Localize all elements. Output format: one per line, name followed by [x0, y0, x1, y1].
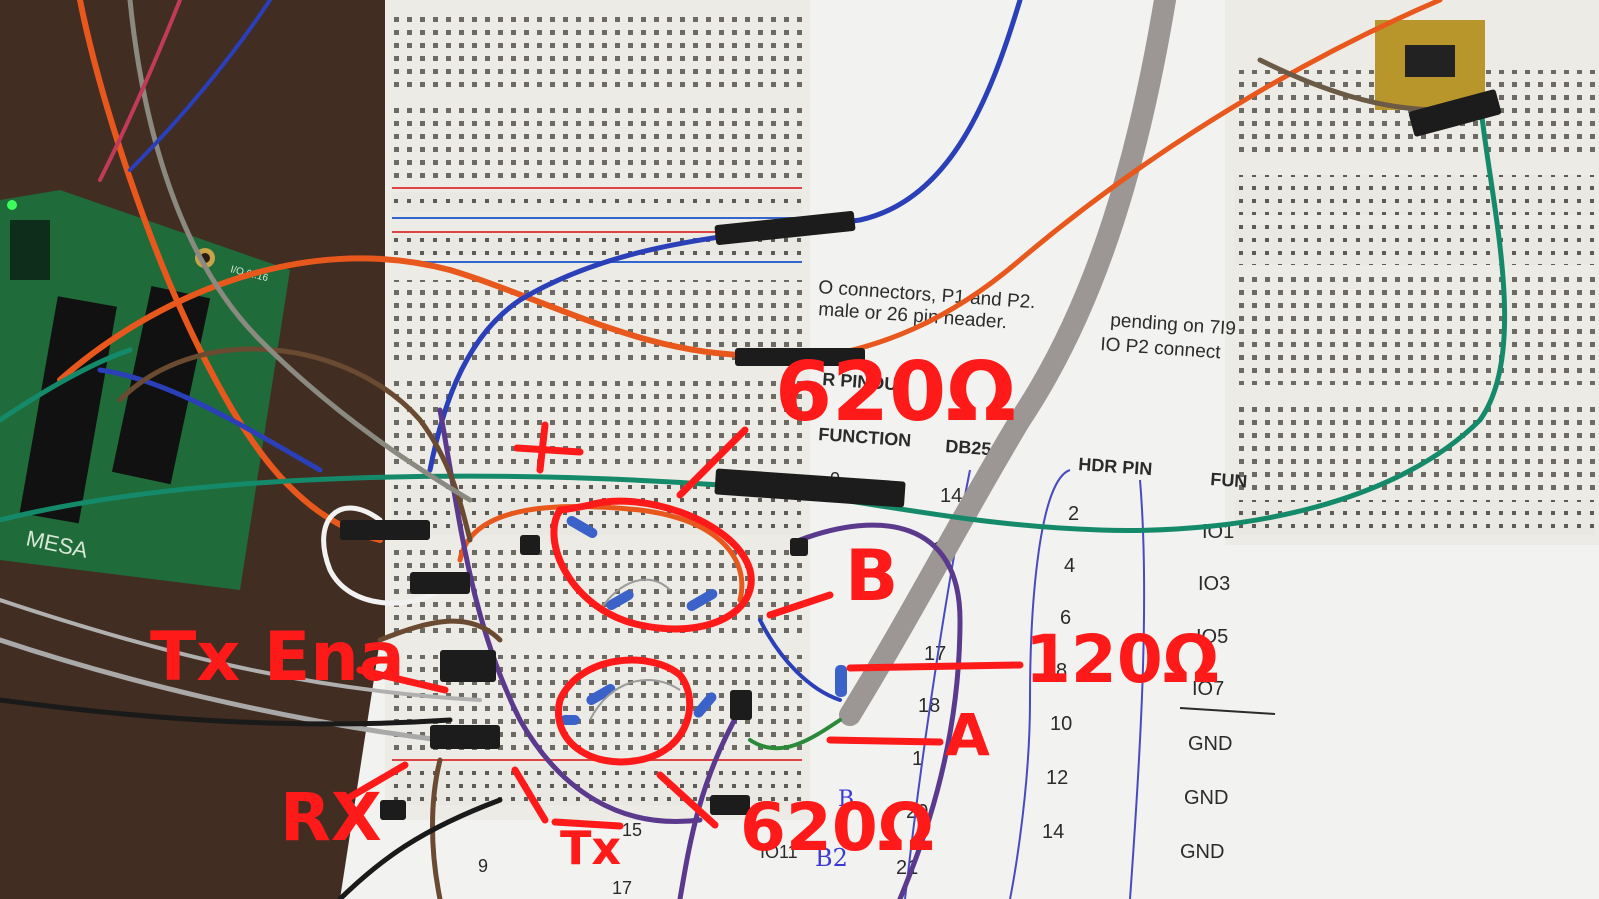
- line-tx: [511, 766, 549, 824]
- wire-orange-3: [797, 0, 1443, 363]
- wires: [0, 0, 1508, 899]
- breadboard-right: [1225, 0, 1599, 545]
- plus-h: [513, 444, 584, 456]
- hdr-14: 14: [1042, 821, 1064, 843]
- circle-bottom: [555, 656, 694, 766]
- line-120-upper: [846, 661, 1024, 672]
- label-tx-ena: Tx Ena: [150, 618, 405, 697]
- line-tx-bar: [551, 818, 624, 830]
- wire-orange-2: [57, 255, 773, 383]
- line-rx: [341, 761, 409, 804]
- wire-white-1: [321, 505, 443, 606]
- doc-col-func2: FUN: [1210, 469, 1248, 492]
- db25-14: 14: [940, 485, 962, 507]
- wire-brown-3: [430, 757, 443, 899]
- hdr-8: 8: [1056, 660, 1067, 682]
- label-620-top: 620Ω: [775, 345, 1016, 440]
- wire-teal-2: [0, 347, 133, 423]
- label-tx: Tx: [560, 821, 621, 875]
- doc-small-15: 15: [622, 820, 642, 840]
- func-io5: IO5: [1196, 626, 1228, 648]
- line-620-bottom: [656, 771, 719, 829]
- hdr-10: 10: [1050, 713, 1072, 735]
- wire-brown-2: [377, 618, 503, 643]
- resistors: [560, 516, 847, 725]
- wire-blue-3: [758, 618, 842, 702]
- hdr-12: 12: [1046, 767, 1068, 789]
- jumper-headers: [340, 89, 1502, 820]
- label-120: 120Ω: [1025, 621, 1219, 698]
- label-620-bottom: 620Ω: [740, 789, 934, 866]
- plus-v: [536, 421, 549, 474]
- hdr-6: 6: [1060, 607, 1071, 629]
- wire-orange-1: [77, 0, 383, 543]
- wire-black-2: [337, 797, 503, 899]
- wire-purple-2: [797, 522, 963, 899]
- wire-purple-1: [437, 407, 703, 824]
- func-gnd-2: GND: [1184, 787, 1228, 809]
- wire-blue-top: [128, 0, 272, 172]
- hdr-2: 2: [1068, 503, 1079, 525]
- hdr-4: 4: [1064, 555, 1075, 577]
- wire-red-blue-top: [98, 0, 182, 182]
- wire-teal-1: [0, 97, 1508, 533]
- pencil-underline: [1179, 707, 1276, 715]
- label-rx: RX: [280, 779, 382, 856]
- wire-gray-thin-1: [127, 0, 473, 503]
- tick-top-res: [676, 426, 749, 499]
- pencil-b2: B2: [815, 844, 848, 872]
- line-tx-ena: [356, 666, 449, 694]
- wire-black-1: [0, 697, 453, 727]
- func-io7: IO7: [1192, 678, 1224, 700]
- line-a: [826, 736, 944, 746]
- doc-io11: IO11: [760, 842, 798, 862]
- wire-green-short: [748, 718, 842, 751]
- db25-20: 20: [906, 801, 928, 823]
- circle-top: [550, 497, 755, 633]
- doc-small-17: 17: [612, 878, 632, 898]
- wire-brown-4: [1257, 57, 1443, 113]
- db25-1x: 1: [912, 748, 923, 770]
- doc-left-9: 9: [478, 856, 488, 876]
- wire-gray-thin-3: [0, 598, 482, 702]
- wire-blue-1: [427, 0, 1023, 473]
- wire-gray-thin-2: [0, 637, 443, 743]
- func-gnd-3: GND: [1180, 841, 1224, 863]
- red-annotations: 620Ω B 120Ω A 620Ω Tx Ena RX Tx +: [150, 345, 1219, 875]
- func-gnd-1: GND: [1188, 733, 1232, 755]
- label-a: A: [945, 701, 990, 769]
- func-io3: IO3: [1198, 573, 1230, 595]
- db25-17: 17: [924, 643, 946, 665]
- wire-gray-cable: [839, 0, 1176, 726]
- wire-orange-4: [457, 504, 745, 603]
- tick-b: [766, 591, 834, 619]
- wire-blue-2: [97, 367, 323, 473]
- label-b: B: [845, 535, 898, 617]
- pencil-b-mark: B: [838, 787, 854, 812]
